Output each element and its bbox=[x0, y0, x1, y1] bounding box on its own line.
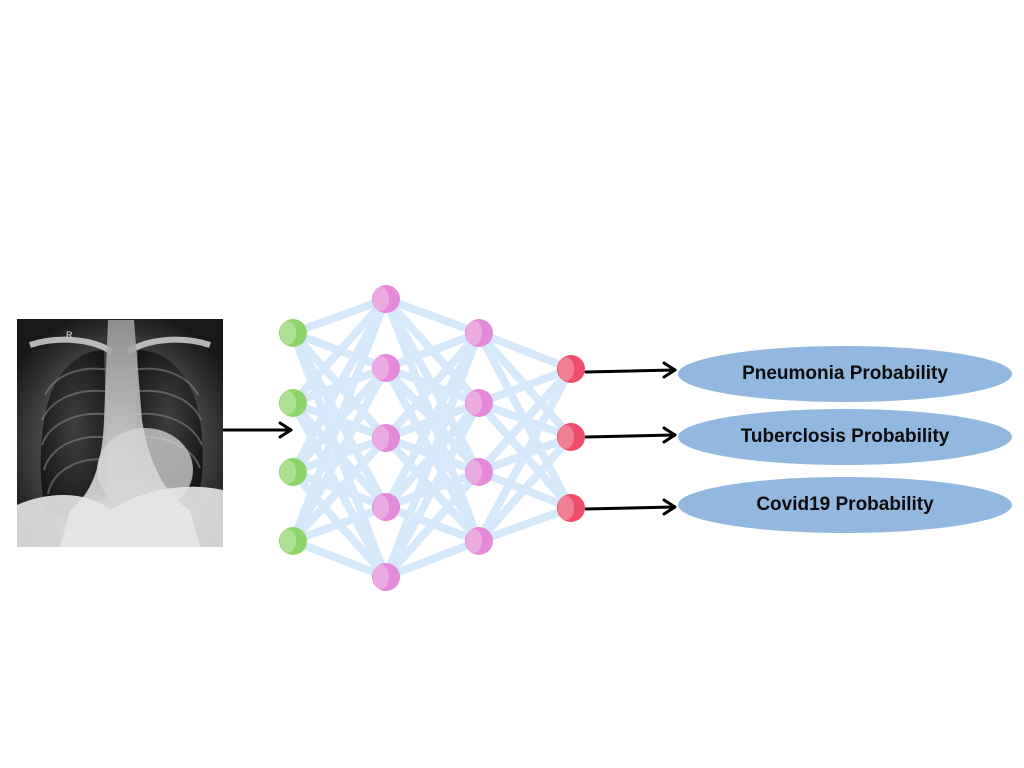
hidden1-node-4 bbox=[372, 493, 400, 521]
hidden1-node-2 bbox=[372, 354, 400, 382]
hidden1-node-1 bbox=[372, 285, 400, 313]
connection-line bbox=[475, 504, 575, 545]
connection-line bbox=[475, 365, 575, 476]
connection-line bbox=[382, 329, 483, 581]
connection-line bbox=[475, 365, 575, 407]
input-node-1 bbox=[279, 319, 307, 347]
connection-line bbox=[289, 295, 390, 476]
output-label-covid19: Covid19 Probability bbox=[756, 494, 934, 515]
connection-line bbox=[382, 329, 483, 511]
hidden2-node-2 bbox=[465, 389, 493, 417]
output-node-2 bbox=[557, 423, 585, 451]
connection-line bbox=[382, 537, 483, 581]
output-pneumonia: Pneumonia Probability bbox=[678, 346, 1012, 402]
connection-line bbox=[289, 434, 390, 545]
output-covid19: Covid19 Probability bbox=[678, 477, 1012, 533]
input-node-4 bbox=[279, 527, 307, 555]
hidden2-node-3 bbox=[465, 458, 493, 486]
connection-line bbox=[289, 295, 390, 337]
network-nodes bbox=[279, 285, 585, 591]
hidden1-node-5 bbox=[372, 563, 400, 591]
connection-line bbox=[475, 329, 575, 373]
connection-line bbox=[289, 295, 390, 407]
output-node-3 bbox=[557, 494, 585, 522]
output-arrow-covid19 bbox=[584, 498, 677, 516]
network-connections bbox=[289, 295, 575, 581]
flow-arrows bbox=[222, 361, 677, 516]
input-arrow bbox=[222, 421, 293, 439]
connection-line bbox=[475, 365, 575, 545]
output-label-tuberclosis: Tuberclosis Probability bbox=[740, 426, 950, 447]
hidden2-node-1 bbox=[465, 319, 493, 347]
output-arrow-tuberclosis bbox=[584, 426, 677, 444]
output-node-1 bbox=[557, 355, 585, 383]
connection-line bbox=[382, 468, 483, 581]
connection-line bbox=[475, 433, 575, 545]
connection-line bbox=[382, 399, 483, 581]
connection-line bbox=[382, 295, 483, 337]
output-tuberclosis: Tuberclosis Probability bbox=[678, 409, 1012, 465]
xray-corner-marker: R bbox=[66, 330, 73, 340]
hidden1-node-3 bbox=[372, 424, 400, 452]
connection-line bbox=[382, 329, 483, 442]
hidden2-node-4 bbox=[465, 527, 493, 555]
connection-line bbox=[289, 503, 390, 545]
connection-line bbox=[382, 329, 483, 372]
connection-line bbox=[289, 295, 390, 545]
connection-line bbox=[289, 537, 390, 581]
output-arrow-pneumonia bbox=[584, 361, 677, 379]
chest-xray-image: R bbox=[17, 319, 223, 547]
output-label-pneumonia: Pneumonia Probability bbox=[742, 363, 948, 384]
connection-line bbox=[289, 364, 390, 545]
input-node-3 bbox=[279, 458, 307, 486]
input-node-2 bbox=[279, 389, 307, 417]
